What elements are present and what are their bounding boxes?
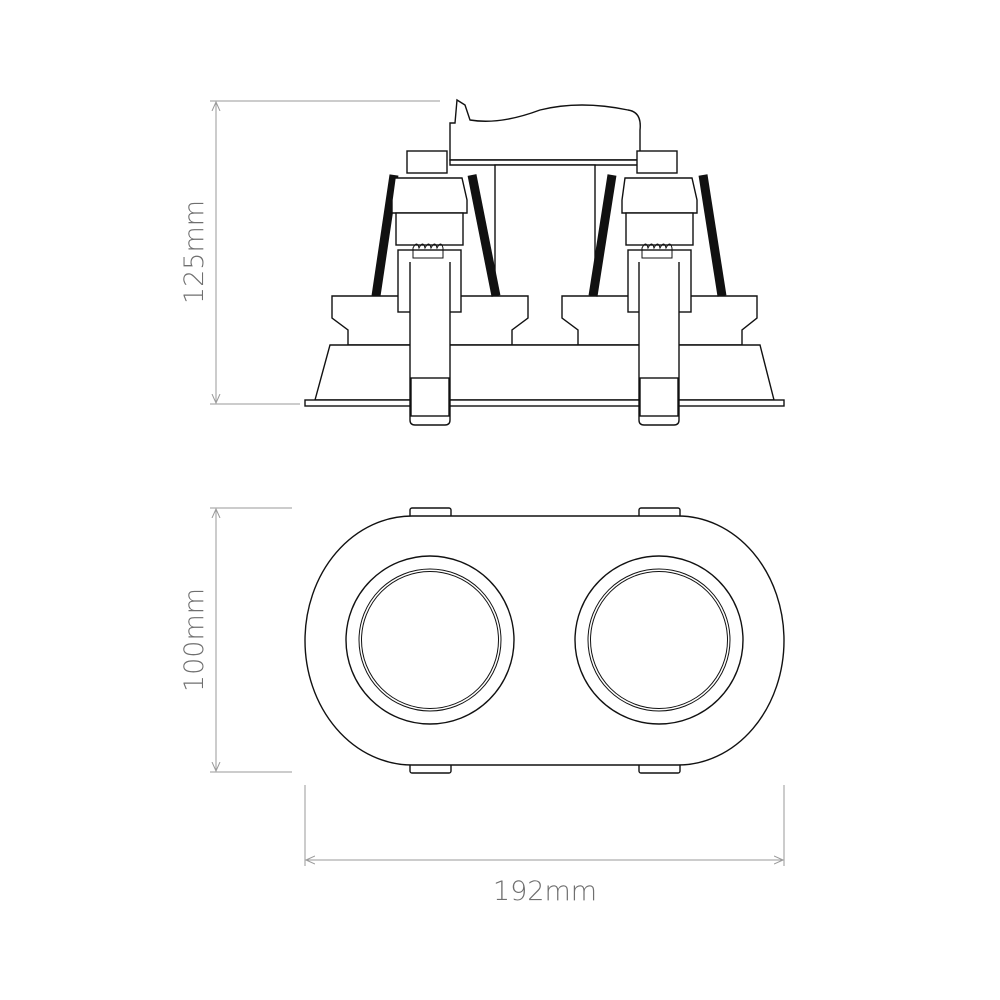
depth-dimension: 100mm	[179, 507, 292, 773]
width-dimension: 192mm	[304, 785, 785, 907]
trim-skirt	[314, 344, 775, 401]
left-lamp-aperture	[361, 571, 499, 709]
right-lamp-holder	[588, 150, 727, 426]
left-lamp-holder	[371, 150, 501, 426]
width-label: 192mm	[493, 876, 597, 907]
base-flange	[304, 399, 785, 407]
right-lamp-ring	[574, 555, 744, 725]
depth-label: 100mm	[179, 588, 210, 692]
mounting-bracket	[449, 98, 641, 161]
height-label: 125mm	[179, 200, 210, 304]
height-dimension: 125mm	[179, 100, 440, 405]
side-elevation-view	[304, 98, 785, 426]
plan-view	[304, 507, 785, 774]
right-lamp-aperture	[590, 571, 728, 709]
left-lamp-ring	[345, 555, 515, 725]
